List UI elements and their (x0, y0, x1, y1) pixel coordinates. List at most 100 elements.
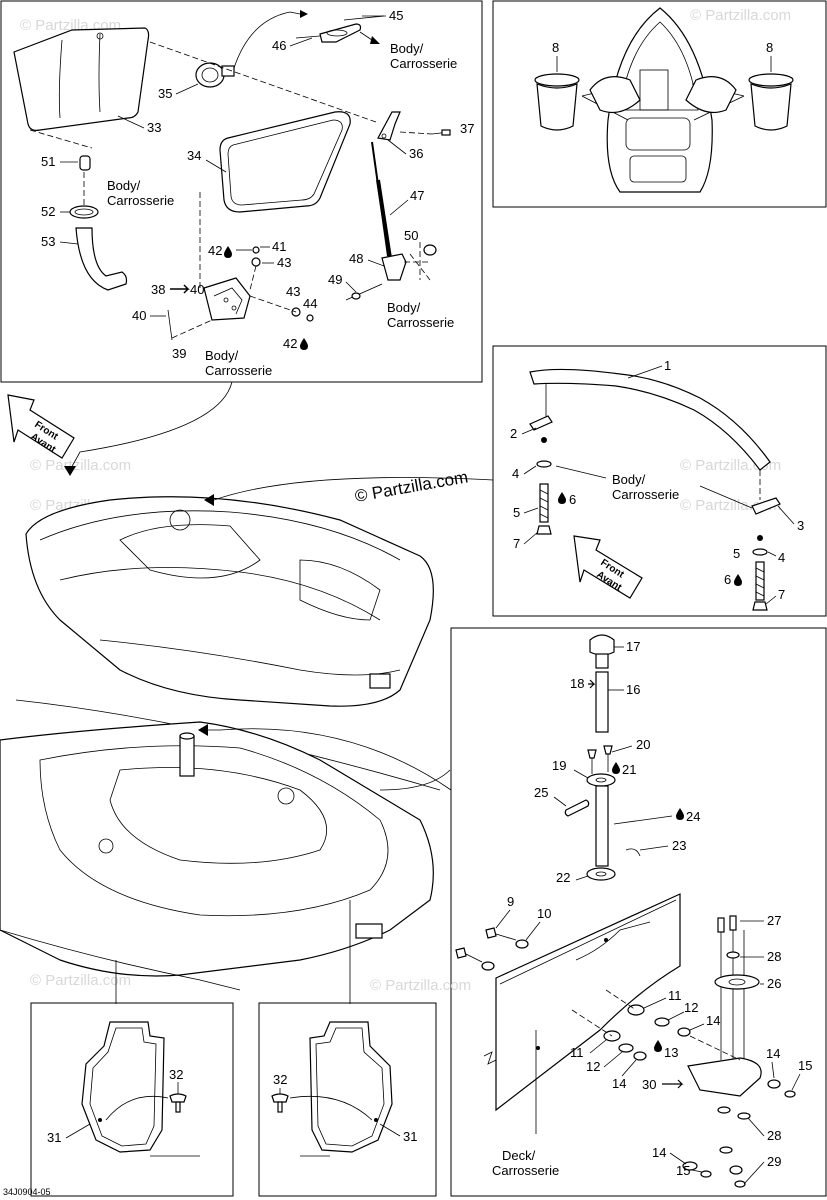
callout: 4 (512, 466, 519, 481)
part-30-plate (687, 1057, 762, 1097)
callout: 3 (797, 518, 804, 533)
inset-right-parts (271, 1021, 393, 1157)
connection-lines (64, 381, 537, 1134)
callout: 7 (778, 587, 785, 602)
callout: 48 (349, 251, 363, 266)
callout: 19 (552, 758, 566, 773)
deck-panel (495, 893, 681, 1112)
callout: 42 (208, 243, 222, 258)
part-17-knob (589, 634, 615, 656)
panel-mid-right (492, 345, 827, 617)
callout: 32 (169, 1067, 183, 1082)
callout: 15 (798, 1058, 812, 1073)
callout: 40 (132, 308, 146, 323)
label-carrosserie: Carrosserie (205, 363, 272, 378)
callout: 44 (303, 296, 317, 311)
callout: 12 (586, 1059, 600, 1074)
callout: 14 (652, 1145, 666, 1160)
part-40-hinge (203, 277, 251, 321)
callout: 9 (507, 894, 514, 909)
watermark-main: © Partzilla.com (353, 467, 469, 506)
callout: 7 (513, 536, 520, 551)
callout: 32 (273, 1072, 287, 1087)
callout: 23 (672, 838, 686, 853)
callout: 40 (190, 282, 204, 297)
callout: 25 (534, 785, 548, 800)
callout: 24 (686, 809, 700, 824)
callout: 28 (767, 949, 781, 964)
part-35-latch (195, 62, 235, 88)
callout: 42 (283, 336, 297, 351)
top-left-parts (13, 10, 451, 341)
label-carrosserie: Carrosserie (387, 315, 454, 330)
callout: 2 (510, 426, 517, 441)
part-1-handrail (529, 368, 771, 471)
boat-top-view (606, 7, 713, 193)
callout: 11 (570, 1045, 584, 1060)
inset-left-parts (81, 1021, 200, 1157)
part-36-bracket (377, 111, 401, 141)
panel-inset-right (258, 1002, 437, 1197)
callout: 46 (272, 38, 286, 53)
watermark-faint: © Partzilla.com (30, 457, 131, 474)
panel-bottom-right (450, 627, 827, 1197)
deck-closeup (0, 721, 451, 1004)
body-labels: Body/ Carrosserie Body/ Carrosserie Body… (107, 41, 679, 1178)
callout: 5 (513, 505, 520, 520)
callout: 38 (151, 282, 165, 297)
callout: 51 (41, 154, 55, 169)
callout: 5 (733, 546, 740, 561)
watermark-faint: © Partzilla.com (370, 977, 471, 994)
watermark-faint: © Partzilla.com (30, 972, 131, 989)
callout: 52 (41, 204, 55, 219)
callout: 1 (664, 358, 671, 373)
callout: 21 (622, 762, 636, 777)
callout: 26 (767, 976, 781, 991)
callout: 14 (766, 1046, 780, 1061)
callout: 29 (767, 1154, 781, 1169)
callout: 43 (277, 255, 291, 270)
callout: 50 (404, 228, 418, 243)
label-carrosserie: Carrosserie (107, 193, 174, 208)
front-arrow-left: Front Avant (7, 394, 75, 459)
callout: 22 (556, 870, 570, 885)
callout: 14 (612, 1076, 626, 1091)
part-33-cover (13, 27, 150, 131)
bottom-right-parts (455, 634, 796, 1188)
callout: 8 (552, 40, 559, 55)
callout: 16 (626, 682, 640, 697)
label-body: Body/ (387, 300, 421, 315)
watermark-faint: © Partzilla.com (690, 7, 791, 24)
callout: 53 (41, 234, 55, 249)
callout: 12 (684, 1000, 698, 1015)
panel-inset-left (30, 1002, 234, 1197)
callout: 34 (187, 148, 201, 163)
callout: 43 (286, 284, 300, 299)
callout: 13 (664, 1045, 678, 1060)
part-34-gasket (219, 111, 351, 213)
callout: 31 (403, 1129, 417, 1144)
callout: 27 (767, 913, 781, 928)
label-deck: Deck/ (502, 1148, 536, 1163)
callout: 47 (410, 188, 424, 203)
label-body: Body/ (205, 348, 239, 363)
callout: 6 (724, 572, 731, 587)
callout: 15 (676, 1163, 690, 1178)
callout: 14 (706, 1013, 720, 1028)
panel-top-left (0, 0, 483, 383)
diagram-code: 34J0904-05 (3, 1187, 51, 1197)
callout: 39 (172, 346, 186, 361)
callout: 17 (626, 639, 640, 654)
callout: 4 (778, 550, 785, 565)
callout: 31 (47, 1130, 61, 1145)
top-right-parts (534, 7, 794, 193)
callout-numbers: 45 46 35 33 37 34 36 51 47 52 53 50 42 4… (41, 8, 812, 1185)
callout: 8 (766, 40, 773, 55)
callout: 10 (537, 906, 551, 921)
label-body: Body/ (390, 41, 424, 56)
mid-right-parts (529, 368, 781, 611)
callout: 30 (642, 1077, 656, 1092)
part-52-clamp (69, 205, 99, 219)
